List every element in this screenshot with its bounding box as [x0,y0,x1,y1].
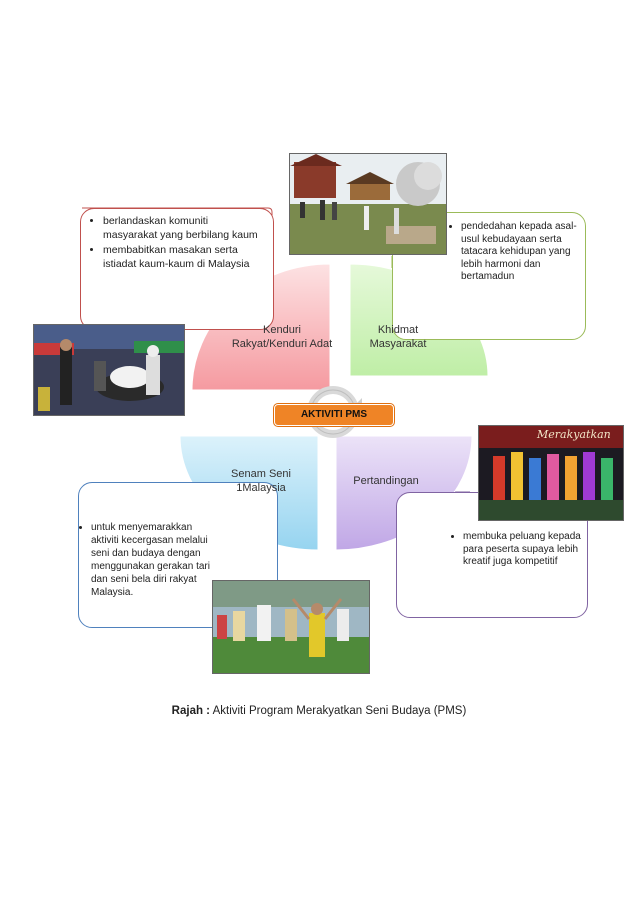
center-label: AKTIVITI PMS [274,404,394,426]
quadrant-label-pertandingan: Pertandingan [353,475,419,487]
quadrant-label-kenduri: Kenduri Rakyat/Kenduri Adat [231,324,333,350]
photo-senam [212,580,370,674]
quadrant-label-senam: Senam Seni 1Malaysia [231,468,291,494]
note-kenduri-1: berlandaskan komuniti masyarakat yang be… [103,215,265,242]
photo-banner-text: Merakyatkan [537,428,611,441]
figure-caption: Rajah : Aktiviti Program Merakyatkan Sen… [0,705,638,717]
photo-kenduri [33,324,185,416]
quadrant-label-khidmat: Khidmat Masyarakat [369,324,427,350]
note-kenduri-2: membabitkan masakan serta istiadat kaum-… [103,244,265,271]
note-pertandingan-1: membuka peluang kepada para peserta supa… [463,531,581,569]
caption-prefix: Rajah : [171,705,211,717]
caption-text: Aktiviti Program Merakyatkan Seni Budaya… [210,705,467,717]
note-box-kenduri: berlandaskan komuniti masyarakat yang be… [80,208,274,330]
photo-khidmat-masyarakat [289,153,447,255]
note-khidmat-1: pendedahan kepada asal-usul kebudayaan s… [461,221,577,284]
photo-pertandingan: Merakyatkan [478,425,624,521]
note-senam-1: untuk menyemarakkan aktiviti kecergasan … [91,521,211,599]
